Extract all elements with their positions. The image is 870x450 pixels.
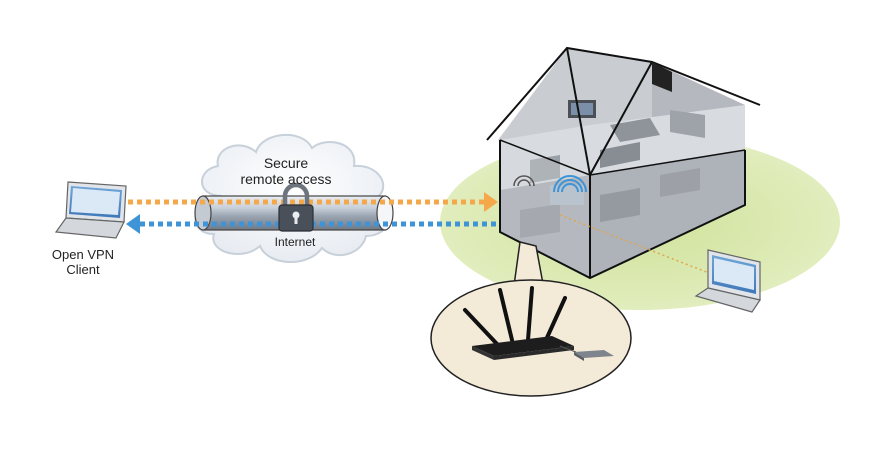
lan-link-line [559,214,733,283]
internet-label: Internet [274,235,316,249]
laptop-icon [694,249,761,313]
router-icon [463,286,614,361]
tunnel-label-line2: remote access [240,171,332,188]
outbound-arrow [128,192,498,212]
wifi-icon [553,175,587,193]
client-label-line1: Open VPN [51,247,115,262]
laptop-icon [54,181,127,239]
client-label-line2: Client [66,261,100,277]
padlock-icon [278,182,314,232]
tunnel-label: Secure remote access [226,155,346,187]
router-callout [430,241,632,397]
tunnel-label-line1: Secure [263,155,309,171]
client-label: Open VPN Client [28,247,138,278]
router-signal-icon [513,175,535,187]
inbound-arrow [126,214,496,234]
